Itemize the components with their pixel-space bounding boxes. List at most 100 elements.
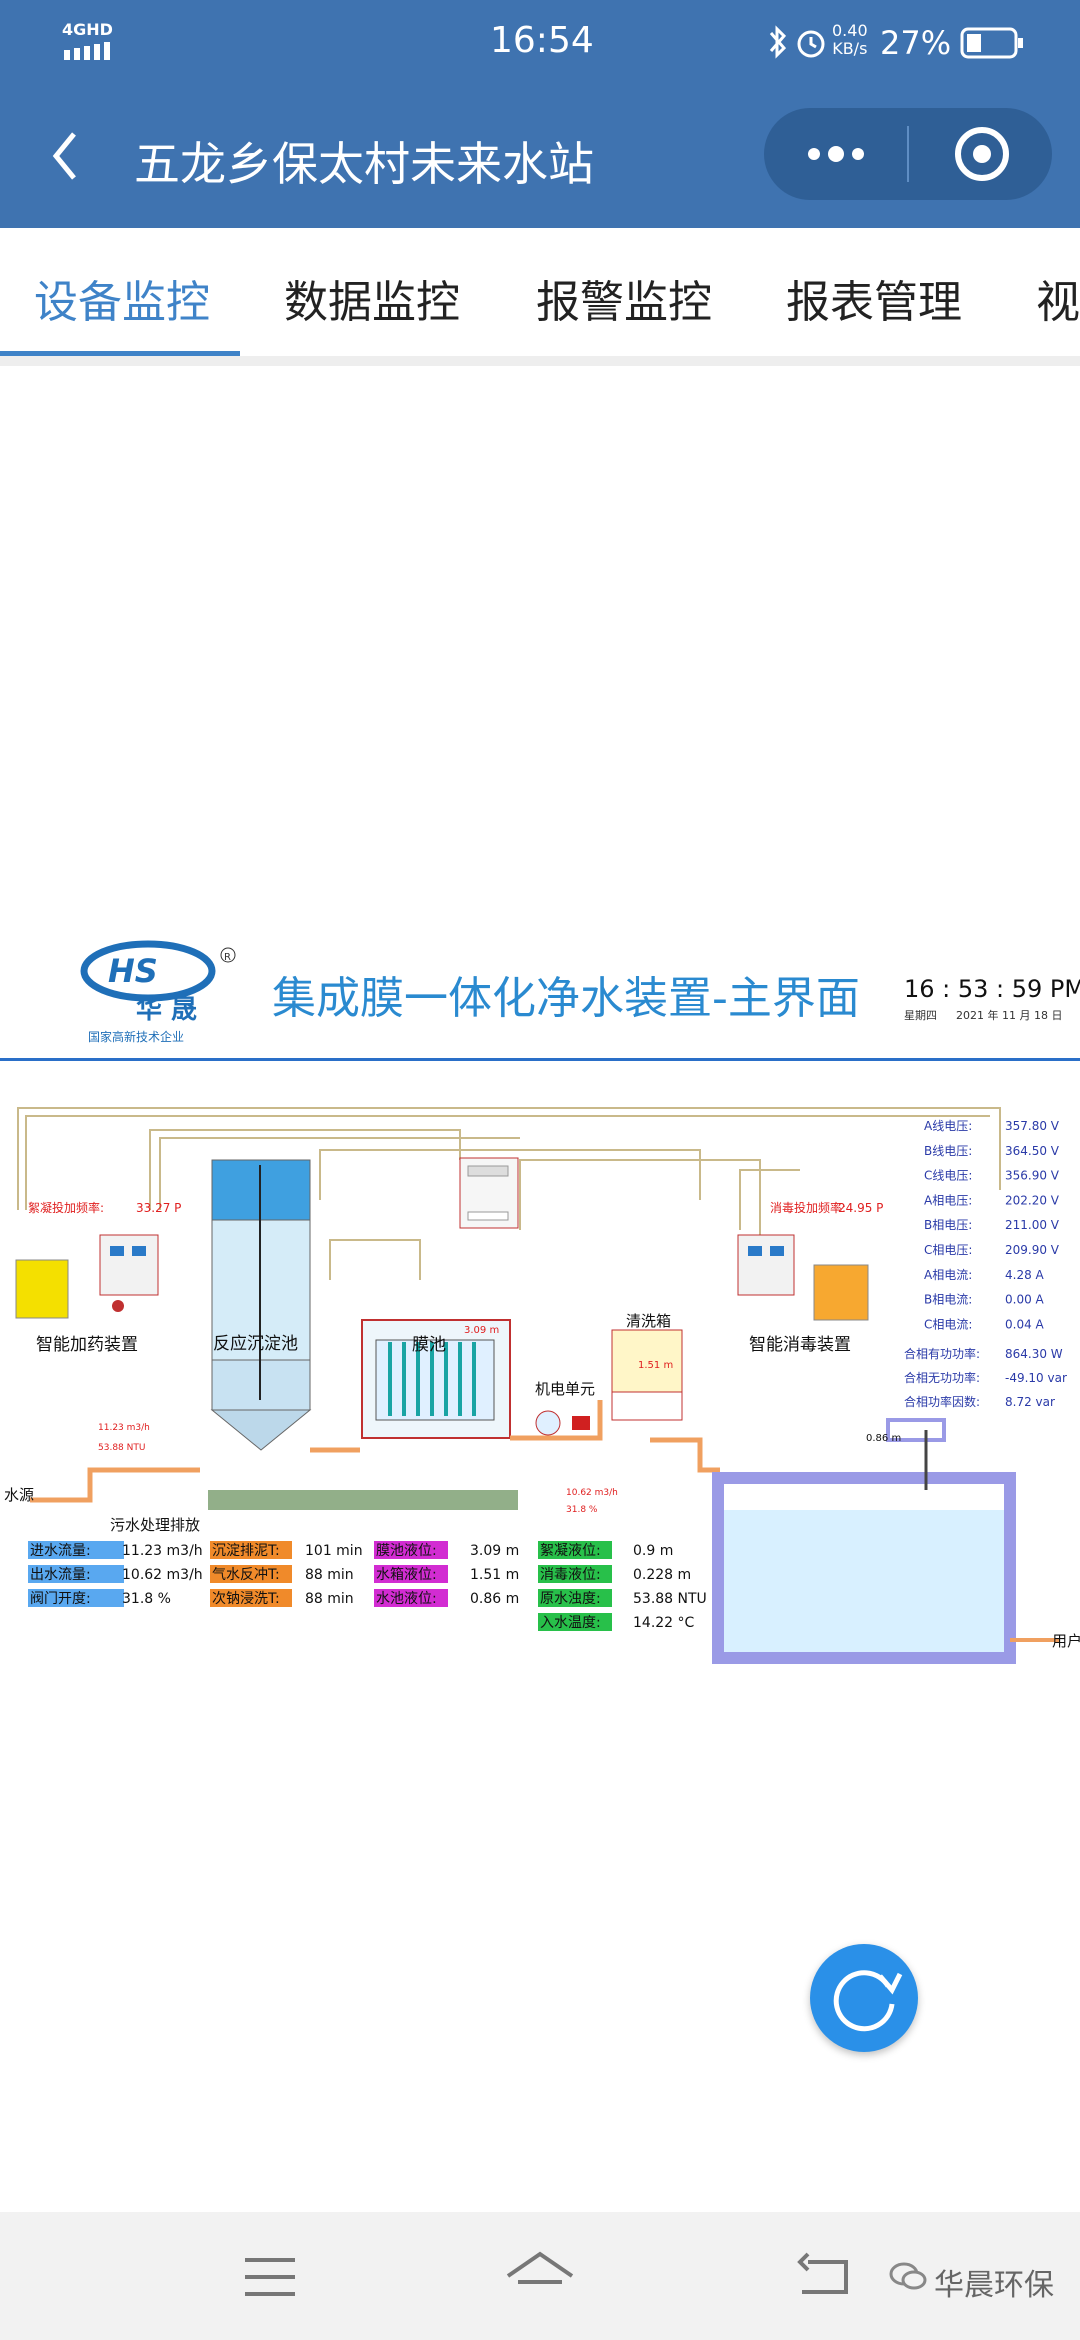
reading-label: 消毒液位: <box>540 1567 601 1583</box>
home-icon[interactable] <box>500 2244 580 2304</box>
inflow-ntu-tag: 53.88 NTU <box>98 1443 145 1453</box>
refresh-icon <box>833 1970 903 2032</box>
membrane-pool: 膜池 3.09 m <box>361 1319 511 1439</box>
capsule-divider <box>907 126 909 182</box>
reading-label: 进水流量: <box>30 1543 91 1559</box>
hmi-title: 集成膜一体化净水装置-主界面 <box>272 973 860 1024</box>
tab-alarm-monitor[interactable]: 报警监控 <box>536 277 712 328</box>
water-source-label: 水源 <box>4 1486 34 1504</box>
reading-value: 0.228 m <box>633 1567 691 1583</box>
title-bar: 五龙乡保太村未来水站 <box>0 90 1080 228</box>
hmi-date: 2021 年 11 月 18 日 <box>956 1008 1062 1022</box>
tab-video[interactable]: 视 <box>1036 277 1080 328</box>
reading-label: 沉淀排泥T: <box>212 1543 280 1559</box>
reading-value: 53.88 NTU <box>633 1591 707 1607</box>
reading-value: 3.09 m <box>470 1543 519 1559</box>
system-nav-bar: 华晨环保 <box>0 2212 1080 2340</box>
reading-value: 88 min <box>305 1591 354 1607</box>
clear-water-tank: 0.86 m 用户 <box>712 1418 1080 1664</box>
reading-value: 10.62 m3/h <box>122 1567 203 1583</box>
network-indicator: 4GHD <box>62 20 122 60</box>
company-logo: HS 华 晟 国家高新技术企业 R <box>80 940 236 1044</box>
water-pipes <box>30 1400 720 1503</box>
reading-label: 水池液位: <box>376 1591 437 1607</box>
sedimentation-label: 反应沉淀池 <box>213 1334 298 1354</box>
base-platform <box>208 1490 518 1510</box>
tab-data-monitor[interactable]: 数据监控 <box>284 277 460 328</box>
logo-subtitle: 国家高新技术企业 <box>88 1029 184 1044</box>
power-value: -49.10 var <box>1005 1371 1067 1385</box>
back-icon[interactable] <box>46 126 86 186</box>
status-bar: 4GHD 16:54 0.40 KB/s 27% <box>0 0 1080 90</box>
electric-value: 357.80 V <box>1005 1119 1060 1133</box>
reading-value: 31.8 % <box>122 1591 171 1607</box>
disinfection-device: 智能消毒装置 消毒投加频率: 24.95 P <box>737 1200 883 1355</box>
signal-icon <box>64 42 110 60</box>
reading-value: 14.22 °C <box>633 1615 695 1631</box>
hmi-diagram: HS 华 晟 国家高新技术企业 R 集成膜一体化净水装置-主界面 16 : 53… <box>0 940 1080 1664</box>
electric-value: 0.00 A <box>1005 1293 1045 1307</box>
electric-label: A线电压: <box>924 1119 972 1133</box>
reading-label: 气水反冲T: <box>212 1567 280 1583</box>
reading-label-bg <box>28 1541 124 1559</box>
dosing-label: 智能加药装置 <box>36 1335 138 1355</box>
tab-bar: 设备监控 数据监控 报警监控 报表管理 视 <box>0 228 1080 358</box>
electric-value: 202.20 V <box>1005 1193 1060 1207</box>
cleaning-tank: 清洗箱 1.51 m <box>611 1312 683 1421</box>
cleaning-tank-label: 清洗箱 <box>626 1312 671 1330</box>
registered-mark: R <box>224 952 231 963</box>
svg-text:HS: HS <box>108 952 158 990</box>
reading-label-bg <box>374 1565 448 1583</box>
hmi-weekday: 星期四 <box>904 1009 937 1022</box>
dosing-device: 智能加药装置 絮凝投加频率: 33.27 P <box>15 1200 181 1355</box>
reading-label-bg <box>374 1589 448 1607</box>
network-speed: 0.40 KB/s <box>832 22 868 58</box>
membrane-label: 膜池 <box>412 1335 446 1355</box>
reading-label-bg <box>210 1589 292 1607</box>
electric-label: A相电流: <box>924 1268 972 1282</box>
electric-value: 211.00 V <box>1005 1218 1060 1232</box>
reading-value: 1.51 m <box>470 1567 519 1583</box>
hmi-panel: HS 华 晟 国家高新技术企业 R 集成膜一体化净水装置-主界面 16 : 53… <box>0 930 1080 1670</box>
power-value: 8.72 var <box>1005 1395 1055 1409</box>
power-label: 合相功率因数: <box>904 1394 980 1409</box>
reading-label: 阀门开度: <box>30 1591 91 1607</box>
clock: 16:54 <box>490 20 594 61</box>
electric-label: A相电压: <box>924 1193 972 1207</box>
reading-label-bg <box>210 1541 292 1559</box>
valve-pct-tag: 31.8 % <box>566 1505 598 1515</box>
menu-icon[interactable] <box>240 2252 300 2302</box>
tab-equipment-monitor[interactable]: 设备监控 <box>34 277 210 328</box>
watermark: 华晨环保 <box>934 2268 1054 2303</box>
tank-level-tag: 0.86 m <box>866 1433 901 1444</box>
power-label: 合相无功功率: <box>904 1370 980 1385</box>
active-tab-indicator <box>0 351 240 356</box>
reading-label-bg <box>538 1589 612 1607</box>
reading-label: 絮凝液位: <box>540 1542 601 1559</box>
electric-label: C相电压: <box>924 1243 972 1257</box>
electric-label: B相电流: <box>924 1293 972 1307</box>
control-wiring <box>17 1107 1001 1290</box>
reading-value: 101 min <box>305 1543 363 1559</box>
more-dots-icon[interactable] <box>796 139 876 169</box>
electric-value: 0.04 A <box>1005 1317 1045 1331</box>
power-value: 864.30 W <box>1005 1347 1063 1361</box>
membrane-level-tag: 3.09 m <box>464 1325 499 1336</box>
refresh-button[interactable] <box>810 1944 918 2052</box>
network-label: 4GHD <box>62 20 113 39</box>
hmi-clock-time: 16 : 53 : 59 PM <box>904 975 1080 1003</box>
battery-icon <box>960 27 1023 59</box>
target-icon[interactable] <box>952 124 1012 184</box>
reading-label-bg <box>538 1565 612 1583</box>
electric-label: C线电压: <box>924 1169 972 1183</box>
electric-value: 364.50 V <box>1005 1144 1060 1158</box>
inflow-rate-tag: 11.23 m3/h <box>98 1423 150 1433</box>
outflow-rate-tag: 10.62 m3/h <box>566 1488 618 1498</box>
coag-freq-value: 33.27 P <box>136 1201 181 1215</box>
electric-label: B相电压: <box>924 1218 972 1232</box>
electric-value: 209.90 V <box>1005 1243 1060 1257</box>
reading-label-bg <box>538 1613 612 1631</box>
tab-report-management[interactable]: 报表管理 <box>786 277 962 328</box>
return-icon[interactable] <box>796 2250 856 2300</box>
